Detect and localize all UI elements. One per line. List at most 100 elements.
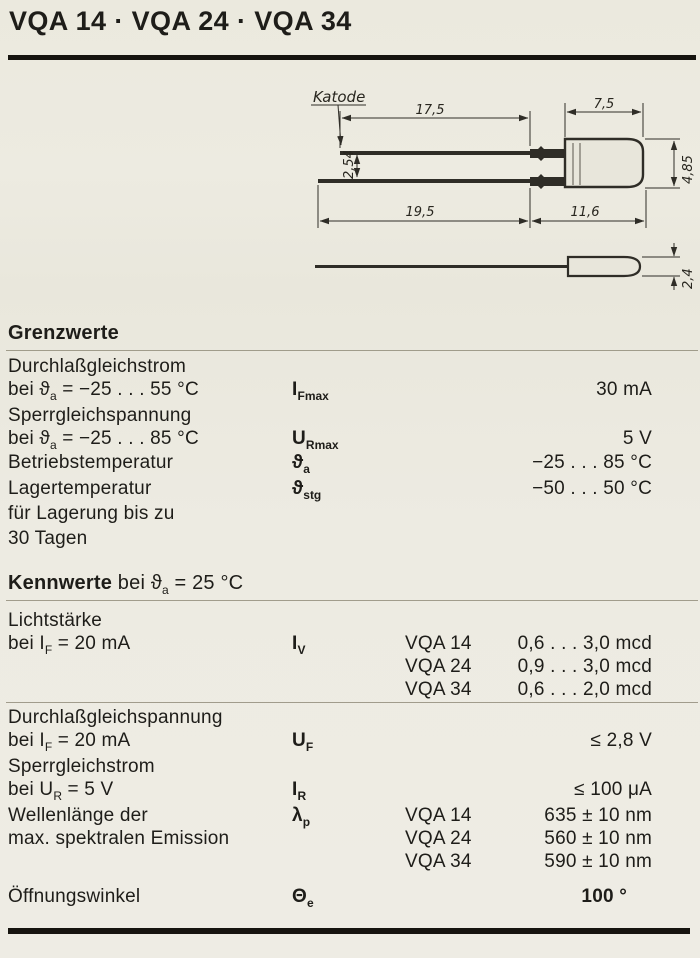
bottom-rule — [8, 928, 690, 934]
katode-leader-line — [311, 104, 366, 146]
oeffnungswinkel-value: 100 ° — [581, 886, 627, 907]
dim-body-length: 7,5 — [594, 97, 615, 112]
condition-sub: F — [44, 642, 53, 657]
symbol-main: λ — [292, 805, 303, 826]
wellenlaenge-name-line2: max. spektralen Emission — [8, 828, 230, 849]
condition-sub: F — [44, 739, 53, 754]
edge-view-body — [566, 255, 642, 278]
wellenlaenge-type-vqa34: VQA 34 — [405, 851, 472, 872]
grenzwerte-row4-symbol: ϑstg — [292, 478, 322, 502]
dim-lines-4-85 — [645, 138, 680, 189]
lichtstaerke-condition: bei IF = 20 mA — [8, 633, 131, 657]
symbol-main: ϑ — [292, 478, 304, 499]
grenzwerte-row4-value: −50 . . . 50 °C — [532, 478, 652, 499]
lichtstaerke-value-vqa24: 0,9 . . . 3,0 mcd — [517, 656, 652, 677]
grenzwerte-divider — [6, 350, 698, 351]
kennwerte-heading: Kennwerte bei ϑa = 25 °C — [8, 572, 244, 597]
condition-pre: bei I — [8, 633, 45, 654]
dim-body-width: 4,85 — [681, 155, 696, 184]
cathode-lead — [340, 146, 565, 161]
title-rule — [8, 55, 696, 60]
dim-lines-2-4 — [642, 243, 680, 290]
sperrstrom-value: ≤ 100 μA — [574, 779, 652, 800]
anode-lead — [318, 174, 565, 189]
durchlassspannung-condition: bei IF = 20 mA — [8, 730, 131, 754]
symbol-sub: R — [297, 788, 307, 803]
dim-body-total: 11,6 — [571, 205, 600, 220]
condition-sub: R — [53, 788, 63, 803]
dim-lead-pitch: 2,54 — [342, 150, 357, 179]
dim-lines-17-5 — [339, 111, 531, 148]
lichtstaerke-value-vqa34: 0,6 . . . 2,0 mcd — [517, 679, 652, 700]
condition-post: = 20 mA — [52, 633, 131, 654]
kennwerte-divider — [6, 600, 698, 601]
condition-post: = 5 V — [62, 779, 114, 800]
grenzwerte-row3-value: −25 . . . 85 °C — [532, 452, 652, 473]
wellenlaenge-value-vqa34: 590 ± 10 nm — [544, 851, 652, 872]
symbol-main: Θ — [292, 886, 307, 907]
wellenlaenge-type-vqa14: VQA 14 — [405, 805, 472, 826]
led-body-detail — [572, 143, 581, 185]
dim-top-lead-length: 17,5 — [416, 103, 445, 118]
sperrstrom-name: Sperrgleichstrom — [8, 756, 155, 777]
grenzwerte-row4-extra1: für Lagerung bis zu — [8, 503, 175, 524]
page-title: VQA 14 · VQA 24 · VQA 34 — [9, 6, 352, 36]
wellenlaenge-value-vqa24: 560 ± 10 nm — [544, 828, 652, 849]
durchlassspannung-value: ≤ 2,8 V — [590, 730, 652, 751]
lichtstaerke-name: Lichtstärke — [8, 610, 103, 631]
dim-lines-7-5 — [564, 103, 644, 137]
wellenlaenge-name-line1: Wellenlänge der — [8, 805, 148, 826]
dim-lines-19-5 — [317, 185, 531, 228]
condition-pre: bei U — [8, 779, 54, 800]
dim-bottom-lead-length: 19,5 — [406, 205, 435, 220]
grenzwerte-row3-name: Betriebstemperatur — [8, 452, 174, 473]
grenzwerte-row1-value: 30 mA — [596, 379, 652, 400]
oeffnungswinkel-symbol: Θe — [292, 886, 314, 910]
led-body-outline — [563, 137, 645, 189]
condition-post: = −25 . . . 55 °C — [56, 379, 199, 400]
oeffnungswinkel-name: Öffnungswinkel — [8, 886, 141, 907]
condition-post: = 20 mA — [52, 730, 131, 751]
symbol-main: ϑ — [292, 452, 304, 473]
grenzwerte-row3-symbol: ϑa — [292, 452, 310, 475]
lichtstaerke-type-vqa24: VQA 24 — [405, 656, 472, 677]
durchlassspannung-name: Durchlaßgleichspannung — [8, 707, 223, 728]
symbol-main: U — [292, 730, 306, 751]
grenzwerte-row1-symbol: IFmax — [292, 379, 329, 403]
symbol-main: I — [292, 633, 298, 654]
symbol-main: I — [292, 779, 298, 800]
symbol-sub: Rmax — [305, 437, 339, 452]
symbol-sub: p — [302, 814, 311, 829]
symbol-sub: e — [306, 895, 314, 910]
wellenlaenge-type-vqa24: VQA 24 — [405, 828, 472, 849]
symbol-sub: V — [297, 642, 306, 657]
symbol-main: I — [292, 379, 298, 400]
edge-view-lead — [315, 265, 568, 268]
kennwerte-heading-sub: a — [162, 583, 169, 597]
sperrstrom-condition: bei UR = 5 V — [8, 779, 114, 803]
grenzwerte-row1-name: Durchlaßgleichstrom — [8, 356, 187, 377]
kennwerte-heading-post: = 25 °C — [168, 572, 244, 594]
symbol-sub: Fmax — [297, 388, 329, 403]
condition-pre: bei I — [8, 730, 45, 751]
grenzwerte-row2-name: Sperrgleichspannung — [8, 405, 192, 426]
kennwerte-heading-bold: Kennwerte — [8, 572, 113, 594]
symbol-sub: stg — [303, 487, 322, 502]
grenzwerte-row4-extra2: 30 Tagen — [8, 528, 88, 549]
wellenlaenge-value-vqa14: 635 ± 10 nm — [544, 805, 652, 826]
package-drawing: Katode 17,5 7,5 2,54 4,85 — [311, 88, 696, 290]
condition-post: = −25 . . . 85 °C — [56, 428, 199, 449]
symbol-sub: F — [305, 739, 314, 754]
kennwerte-heading-pre: bei ϑ — [112, 572, 162, 594]
mid-divider — [6, 702, 698, 703]
lichtstaerke-type-vqa14: VQA 14 — [405, 633, 472, 654]
condition-sub: a — [50, 437, 57, 452]
lichtstaerke-symbol: IV — [292, 633, 306, 657]
grenzwerte-row2-condition: bei ϑa = −25 . . . 85 °C — [8, 428, 199, 452]
wellenlaenge-symbol: λp — [292, 805, 311, 829]
condition-pre: bei ϑ — [8, 428, 51, 449]
dim-lines-11-6 — [531, 190, 647, 228]
grenzwerte-row2-symbol: URmax — [292, 428, 339, 452]
katode-label: Katode — [313, 88, 365, 106]
